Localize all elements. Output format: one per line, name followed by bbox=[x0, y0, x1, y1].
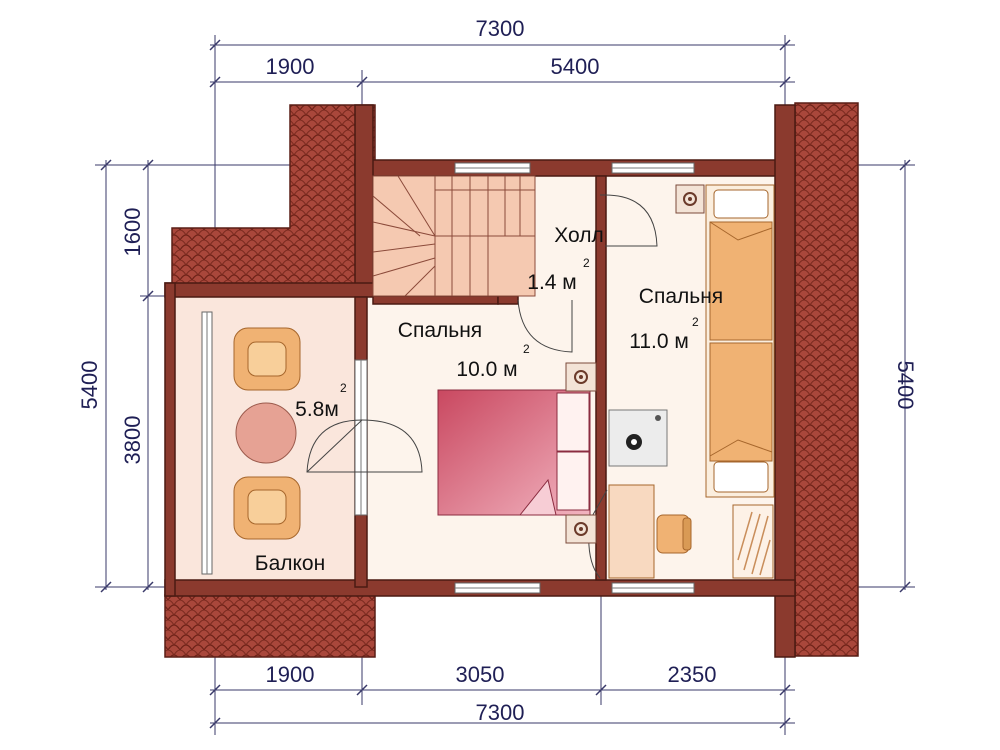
hall-area: 1.4 м bbox=[527, 271, 576, 294]
bedroom-right-name: Спальня bbox=[639, 285, 723, 308]
nightstand-bottom bbox=[565, 514, 597, 544]
round-table bbox=[235, 402, 297, 464]
balcony-area-sup: 2 bbox=[340, 381, 347, 395]
bedroom-center-area: 10.0 м bbox=[456, 358, 517, 381]
dim-bottom-right: 2350 bbox=[668, 662, 717, 687]
balcony-area: 5.8м bbox=[295, 398, 339, 421]
hall-name: Холл bbox=[554, 224, 604, 247]
desk bbox=[608, 484, 655, 579]
bedroom-right-area-sup: 2 bbox=[692, 315, 699, 329]
dim-bottom-total: 7300 bbox=[476, 700, 525, 725]
dim-left-upper: 1600 bbox=[120, 208, 145, 257]
windows bbox=[201, 162, 695, 594]
dim-bottom-left: 1900 bbox=[266, 662, 315, 687]
armchair-bottom bbox=[233, 476, 301, 540]
dim-top-right: 5400 bbox=[551, 54, 600, 79]
bedroom-right-area: 11.0 м bbox=[629, 330, 689, 353]
dim-right-total: 5400 bbox=[893, 361, 918, 410]
roof-left bbox=[171, 104, 376, 286]
nightstand-hall bbox=[675, 184, 705, 214]
wardrobe bbox=[732, 504, 774, 579]
nightstand-top bbox=[565, 362, 597, 392]
roof-right bbox=[794, 102, 859, 657]
double-bed bbox=[437, 389, 591, 516]
bedroom-center-name: Спальня bbox=[398, 319, 482, 342]
bedroom-center-area-sup: 2 bbox=[523, 342, 530, 356]
dim-left-lower: 3800 bbox=[120, 416, 145, 465]
sink bbox=[608, 409, 668, 467]
balcony-name: Балкон bbox=[255, 552, 325, 575]
staircase bbox=[372, 175, 536, 297]
balcony-furniture bbox=[233, 327, 301, 540]
twin-beds bbox=[705, 184, 775, 498]
dim-top-left: 1900 bbox=[266, 54, 315, 79]
armchair-top bbox=[233, 327, 301, 391]
roof-bottom-left bbox=[164, 594, 376, 658]
dim-top-total: 7300 bbox=[476, 16, 525, 41]
dim-bottom-mid: 3050 bbox=[456, 662, 505, 687]
desk-chair bbox=[656, 514, 692, 554]
hall-area-sup: 2 bbox=[583, 256, 590, 270]
dim-left-total: 5400 bbox=[77, 361, 102, 410]
